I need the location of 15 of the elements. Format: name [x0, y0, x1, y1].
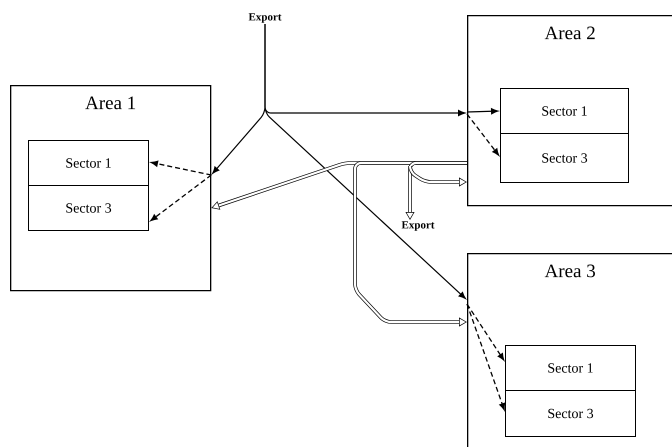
arrow: [466, 108, 498, 114]
dashed-arrow: [150, 160, 212, 176]
export-label: Export: [248, 13, 282, 23]
arrow: [264, 24, 466, 299]
dashed-arrow: [150, 174, 212, 222]
sector-box: Sector 1: [28, 140, 149, 186]
sector-box: Sector 1: [505, 345, 636, 391]
export-label: Export: [402, 221, 434, 231]
sector-box: Sector 3: [505, 390, 636, 437]
sector-box: Sector 3: [28, 185, 149, 231]
dashed-arrow: [466, 304, 506, 410]
dashed-arrow: [466, 304, 504, 360]
sector-box: Sector 1: [500, 88, 629, 134]
sector-box: Sector 3: [500, 133, 629, 183]
dashed-arrow: [466, 114, 500, 156]
